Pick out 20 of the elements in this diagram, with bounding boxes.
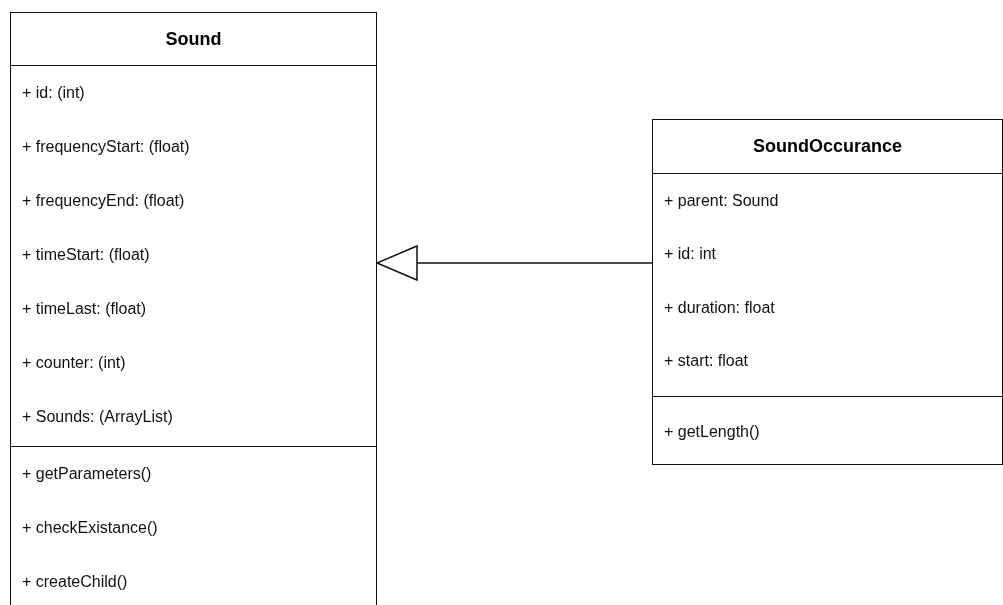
- method-text: + getLength(): [664, 422, 760, 441]
- class-name: Sound: [11, 13, 376, 66]
- attribute-text: + counter: (int): [22, 354, 126, 372]
- attribute-text: + id: (int): [22, 84, 85, 102]
- class-box: [10, 12, 377, 605]
- attribute-text: + parent: Sound: [664, 191, 779, 210]
- method-text: + createChild(): [22, 573, 128, 591]
- attribute-text: + id: int: [664, 245, 717, 264]
- attribute-text: + duration: float: [664, 298, 775, 317]
- attribute-text: + Sounds: (ArrayList): [22, 408, 173, 426]
- attribute-text: + frequencyEnd: (float): [22, 192, 185, 210]
- attribute-text: + timeStart: (float): [22, 246, 150, 264]
- method-text: + checkExistance(): [22, 519, 158, 537]
- class-name: SoundOccurance: [653, 120, 1002, 174]
- class-box: [652, 119, 1003, 465]
- method-text: + getParameters(): [22, 465, 152, 483]
- attribute-text: + start: float: [664, 352, 749, 371]
- attribute-text: + timeLast: (float): [22, 300, 147, 318]
- inheritance-arrow: [376, 245, 653, 281]
- attribute-text: + frequencyStart: (float): [22, 138, 190, 156]
